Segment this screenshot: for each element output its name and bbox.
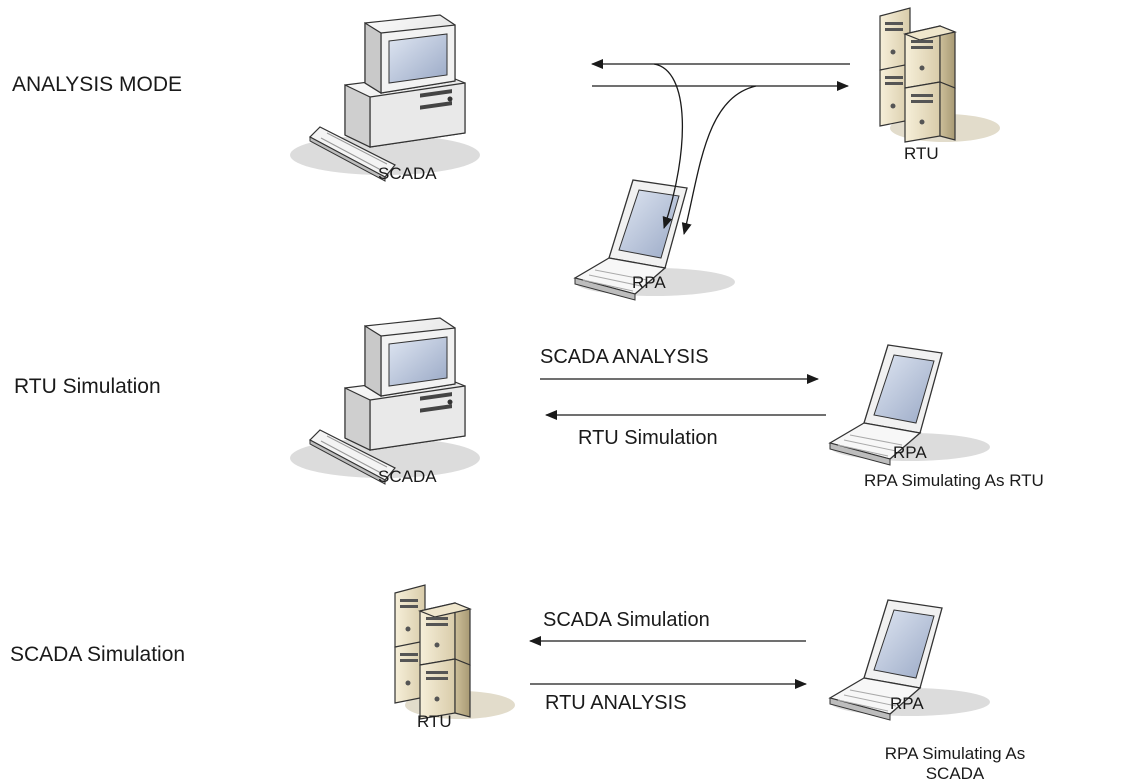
scada-analysis-arrow-label: SCADA ANALYSIS bbox=[540, 346, 709, 368]
scada-simulation-mode-label: SCADA Simulation bbox=[10, 643, 186, 666]
rtu-server-icon bbox=[394, 584, 516, 720]
rtu-simulation-mode-label: RTU Simulation bbox=[14, 375, 161, 398]
analysis-mode-label: ANALYSIS MODE bbox=[12, 73, 182, 96]
scada-device-label: SCADA bbox=[378, 467, 437, 486]
scada-device-label: SCADA bbox=[378, 164, 437, 183]
rpa-device-label: RPA bbox=[632, 273, 666, 292]
scada-computer-icon bbox=[289, 14, 481, 182]
rtu-simulation-arrow-label: RTU Simulation bbox=[578, 427, 718, 449]
rpa-caption-label-line2: SCADA bbox=[925, 764, 985, 783]
tap-arrow-1 bbox=[653, 63, 684, 229]
rtu-device-label: RTU bbox=[904, 144, 939, 163]
tap-arrow-2 bbox=[681, 85, 757, 235]
scada-simulation-arrow-label: SCADA Simulation bbox=[543, 609, 710, 631]
scada-computer-icon bbox=[289, 317, 481, 485]
rtu-device-label: RTU bbox=[417, 712, 452, 731]
rpa-caption-label: RPA Simulating As RTU bbox=[864, 471, 1044, 490]
rpa-device-label: RPA bbox=[890, 694, 924, 713]
rpa-device-label: RPA bbox=[893, 443, 927, 462]
rpa-caption-label-line1: RPA Simulating As bbox=[884, 744, 1026, 763]
rtu-analysis-arrow-label: RTU ANALYSIS bbox=[545, 692, 687, 714]
rtu-server-icon bbox=[879, 7, 1001, 143]
